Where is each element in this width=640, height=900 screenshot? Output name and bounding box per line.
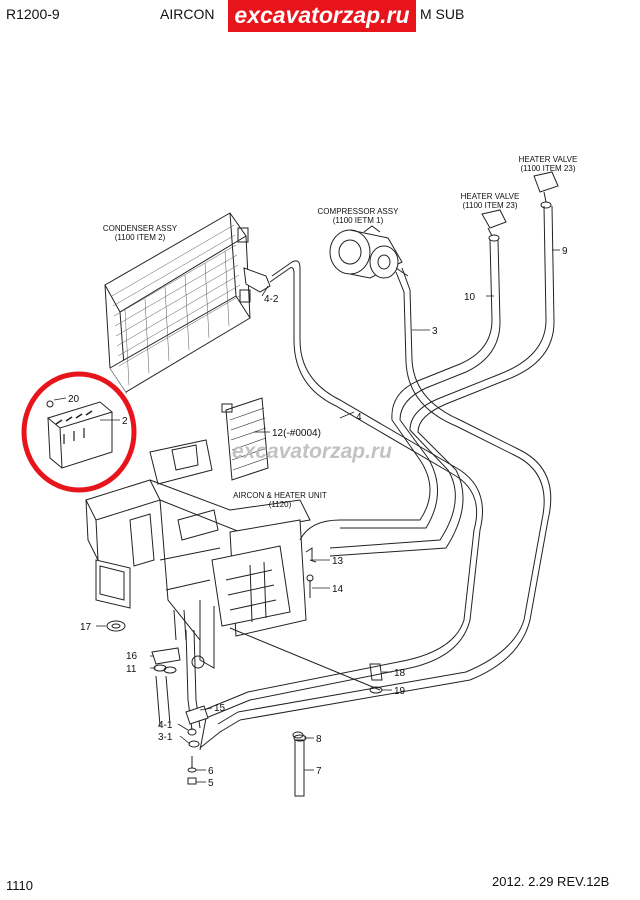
hardware-parts [106,547,383,785]
condenser-assy [104,212,271,394]
heater-valve-2 [533,171,559,209]
heater-valve-label-2b: (1100 ITEM 23) [521,164,576,173]
callout-19: 19 [394,686,406,697]
callout-8: 8 [316,734,322,745]
evaporator-core [221,397,269,481]
model-code: R1200-9 [6,6,60,22]
page-title-left: AIRCON [160,6,215,22]
condenser-label-1: CONDENSER ASSY [103,224,178,233]
watermark-banner: excavatorzap.ru [228,0,416,32]
unit-label-2: (1120) [269,500,292,509]
date-revision: 2012. 2.29 REV.12B [492,874,610,889]
compressor-assy [329,225,409,279]
callout-15: 15 [214,703,226,714]
callout-4-1: 4-1 [158,720,173,731]
callout-17: 17 [80,622,92,633]
callout-18: 18 [394,668,406,679]
callout-3-1: 3-1 [158,732,173,743]
callout-6: 6 [208,766,214,777]
callout-12: 12(-#0004) [272,428,321,439]
aircon-heater-unit [85,439,311,669]
unit-label-1: AIRCON & HEATER UNIT [233,491,327,500]
callout-7: 7 [316,766,322,777]
heater-valve-label-1a: HEATER VALVE [461,192,520,201]
page-number: 1110 [6,878,33,893]
pipe-bundle [155,205,555,751]
highlight-circle [21,371,137,493]
heater-valve-label-1b: (1100 ITEM 23) [463,201,518,210]
callout-13: 13 [332,556,344,567]
callout-10: 10 [464,292,476,303]
callout-11: 11 [126,664,137,675]
page-title-right: M SUB [420,6,465,22]
watermark-text-top: excavatorzap.ru [234,2,410,28]
callout-14: 14 [332,584,344,595]
callout-16: 16 [126,651,138,662]
callout-4-2: 4-2 [264,294,279,305]
condenser-label-2: (1100 ITEM 2) [115,233,166,242]
leader-lines [53,249,560,783]
callout-2: 2 [122,416,128,427]
callout-4: 4 [356,412,362,423]
compressor-label-2: (1100 IETM 1) [333,216,384,225]
callout-3: 3 [432,326,438,337]
callout-20: 20 [68,394,80,405]
controller-part [46,400,114,469]
callout-5: 5 [208,778,214,789]
callout-9: 9 [562,246,568,257]
pipe-7 [293,734,307,797]
watermark-text-center: excavatorzap.ru [232,440,392,463]
heater-valve-1 [481,209,507,242]
heater-valve-label-2a: HEATER VALVE [519,155,578,164]
compressor-label-1: COMPRESSOR ASSY [318,207,400,216]
